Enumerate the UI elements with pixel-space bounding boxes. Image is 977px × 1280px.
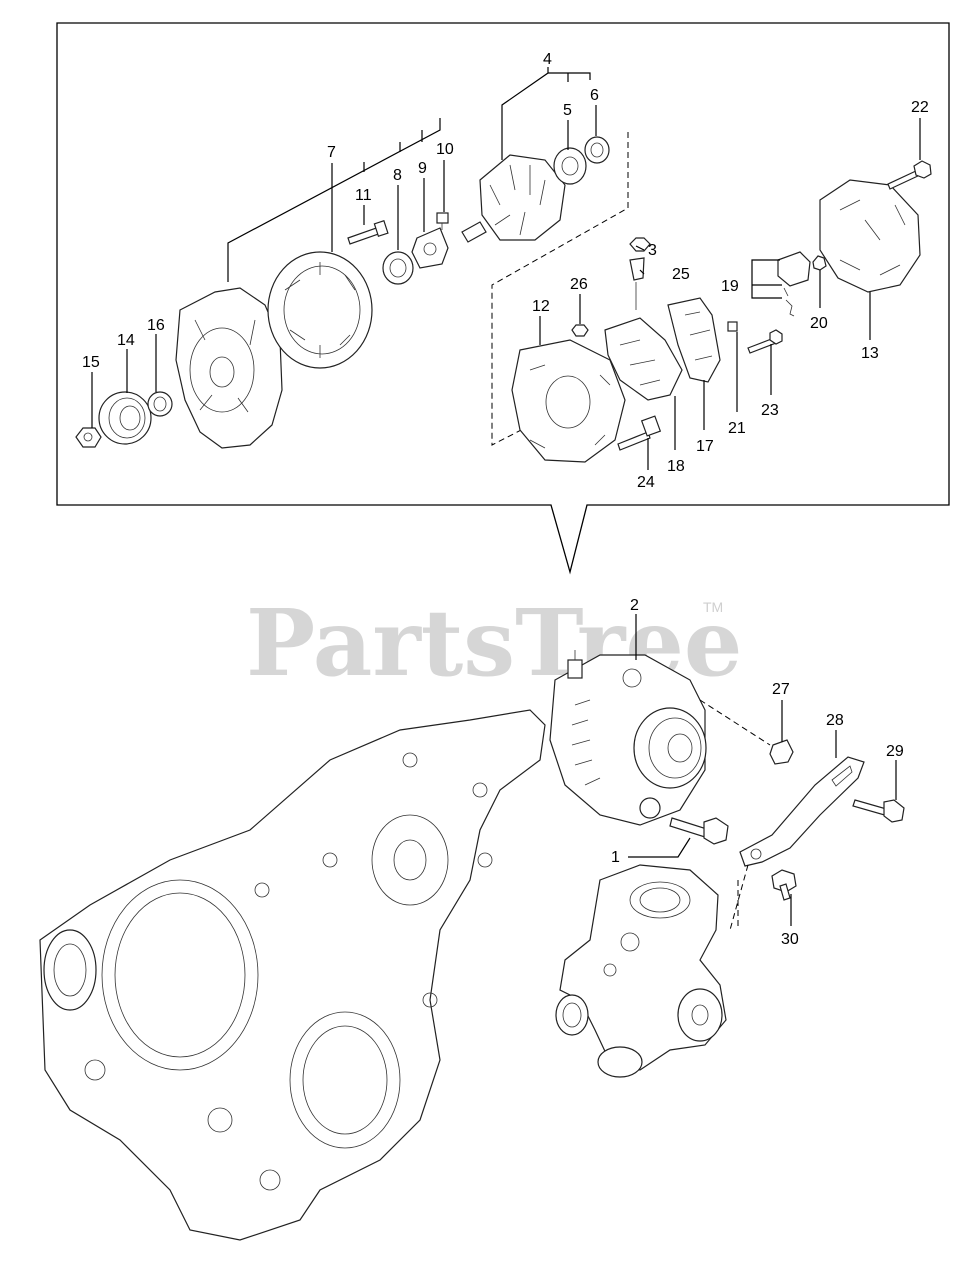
part-27-collar bbox=[769, 739, 794, 765]
part-13-rear-cover bbox=[819, 179, 921, 293]
part-29-bolt bbox=[852, 799, 905, 823]
part-21-screw bbox=[727, 321, 738, 332]
callout-24: 24 bbox=[637, 474, 655, 491]
callout-9: 9 bbox=[418, 160, 427, 177]
callout-22: 22 bbox=[911, 99, 929, 116]
part-15-nut bbox=[75, 427, 102, 448]
part-30-bolt bbox=[771, 869, 797, 901]
callout-13: 13 bbox=[861, 345, 879, 362]
callout-1: 1 bbox=[611, 849, 620, 866]
callout-5: 5 bbox=[563, 102, 572, 119]
callout-28: 28 bbox=[826, 712, 844, 729]
exploded-view-frame bbox=[56, 22, 950, 575]
callout-4: 4 bbox=[543, 51, 552, 68]
callout-2: 2 bbox=[630, 597, 639, 614]
part-17-regulator bbox=[667, 297, 721, 383]
part-19-brush-holder bbox=[777, 251, 811, 317]
part-3-nut bbox=[629, 237, 651, 252]
callout-6: 6 bbox=[590, 87, 599, 104]
callout-29: 29 bbox=[886, 743, 904, 760]
part-24-bolt bbox=[617, 415, 662, 451]
callout-16: 16 bbox=[147, 317, 165, 334]
part-18-rectifier bbox=[604, 317, 683, 401]
part-25-insulator bbox=[629, 257, 645, 310]
callout-20: 20 bbox=[810, 315, 828, 332]
lower-leader-lines bbox=[628, 614, 897, 926]
callout-21: 21 bbox=[728, 420, 746, 437]
callout-17: 17 bbox=[696, 438, 714, 455]
callout-10: 10 bbox=[436, 141, 454, 158]
part-20-screw bbox=[812, 255, 827, 271]
part-28-bracket bbox=[739, 756, 865, 867]
bracket-dash-line bbox=[729, 864, 749, 931]
gear-case-cover bbox=[39, 709, 546, 1241]
alternator-dash-line bbox=[699, 699, 771, 746]
part-2-alternator bbox=[549, 650, 707, 826]
callout-11: 11 bbox=[355, 187, 372, 204]
callout-8: 8 bbox=[393, 167, 402, 184]
callout-14: 14 bbox=[117, 332, 135, 349]
part-12-rear-housing bbox=[511, 339, 626, 463]
part-9-plate bbox=[411, 227, 449, 269]
callout-12: 12 bbox=[532, 298, 550, 315]
watermark-tm: TM bbox=[703, 599, 723, 615]
callout-26: 26 bbox=[570, 276, 588, 293]
part-8-bearing bbox=[382, 251, 414, 285]
part-14-pulley bbox=[98, 391, 152, 445]
callout-7: 7 bbox=[327, 144, 336, 161]
callout-27: 27 bbox=[772, 681, 790, 698]
part-22-bolt bbox=[887, 160, 932, 190]
water-pump-housing bbox=[555, 864, 727, 1078]
part-11-stud bbox=[347, 219, 389, 245]
part-23-bolt bbox=[747, 329, 783, 354]
part-5-bearing bbox=[553, 147, 587, 185]
part-6-ring bbox=[584, 136, 610, 164]
part-10-screw bbox=[436, 212, 449, 230]
part-7-stator bbox=[267, 251, 373, 369]
part-16-collar bbox=[147, 391, 173, 417]
callout-19: 19 bbox=[721, 278, 739, 295]
callout-25: 25 bbox=[672, 266, 690, 283]
part-4-rotor bbox=[461, 154, 566, 243]
callout-23: 23 bbox=[761, 402, 779, 419]
part-1-bolt bbox=[669, 817, 729, 845]
part-26-nut bbox=[571, 324, 589, 337]
callout-3: 3 bbox=[648, 242, 657, 259]
upper-leader-lines bbox=[91, 67, 921, 470]
callout-30: 30 bbox=[781, 931, 799, 948]
callout-15: 15 bbox=[82, 354, 100, 371]
callout-labels: 1 2 3 4 5 6 7 8 9 10 11 12 13 14 15 16 1… bbox=[82, 51, 929, 948]
callout-18: 18 bbox=[667, 458, 685, 475]
alignment-dash-box bbox=[491, 132, 629, 446]
part-front-housing bbox=[175, 287, 283, 449]
